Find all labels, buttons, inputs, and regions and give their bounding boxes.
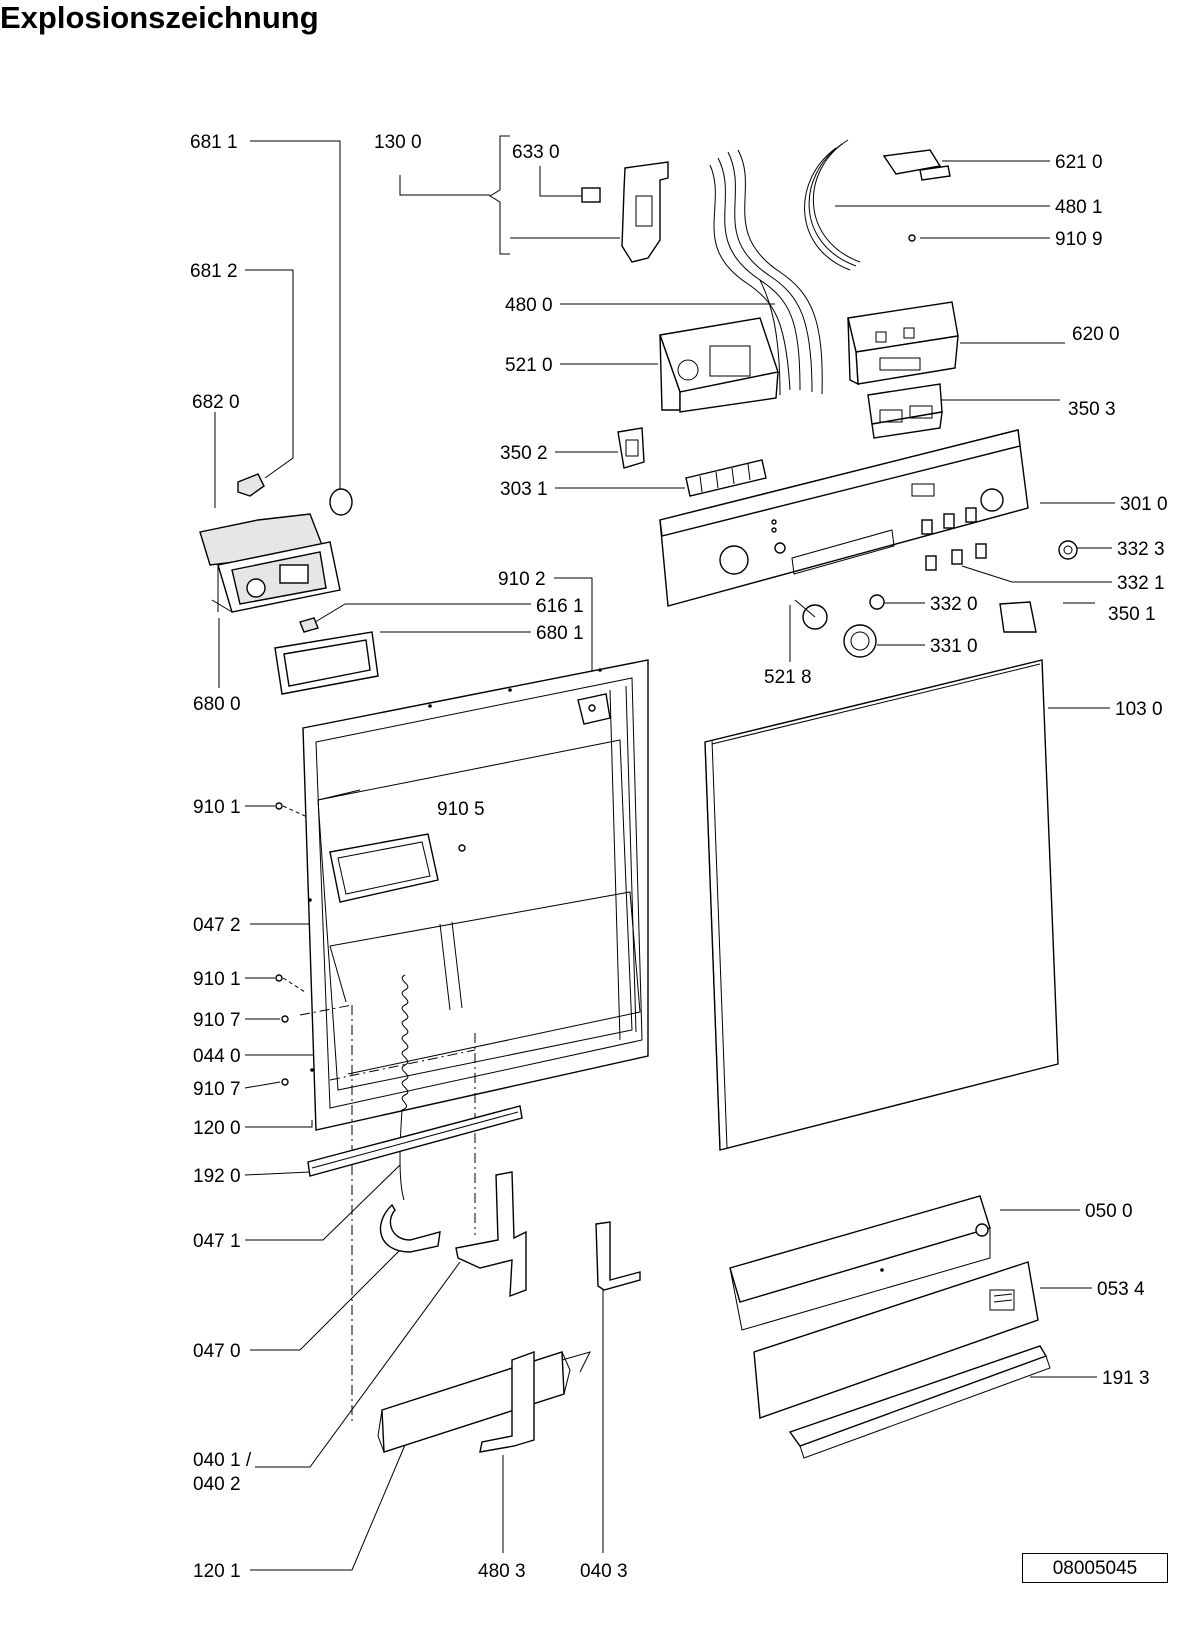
part-screw-9109 <box>908 234 916 242</box>
callout-053-4: 053 4 <box>1097 1279 1145 1300</box>
callout-303-1: 303 1 <box>500 479 548 500</box>
page-title: Explosionszeichnung <box>0 0 319 35</box>
callout-040-2: 040 2 <box>193 1474 241 1495</box>
part-bracket-047 <box>455 1171 527 1298</box>
callout-047-0: 047 0 <box>193 1341 241 1362</box>
part-inner-door-panel <box>302 659 649 1131</box>
callout-910-2: 910 2 <box>498 569 546 590</box>
callout-910-1-upper: 910 1 <box>193 797 241 818</box>
part-knob-332-3 <box>1058 540 1078 560</box>
part-strip-192 <box>307 1105 523 1177</box>
part-kick-plate <box>377 1351 591 1453</box>
leader-lines <box>214 135 1115 1571</box>
part-clip <box>237 473 265 497</box>
callout-332-3: 332 3 <box>1117 539 1165 560</box>
part-plinth-rail <box>729 1195 991 1331</box>
part-332-0 <box>869 594 885 610</box>
part-wiring-harness <box>709 149 823 396</box>
callout-620-0: 620 0 <box>1072 324 1120 345</box>
callout-120-0: 120 0 <box>193 1118 241 1139</box>
callout-350-1: 350 1 <box>1108 604 1156 625</box>
part-seal-strip <box>788 1345 1051 1459</box>
callout-332-0: 332 0 <box>930 594 978 615</box>
part-dispenser <box>199 513 341 613</box>
callout-332-1: 332 1 <box>1117 573 1165 594</box>
part-620 <box>847 301 959 386</box>
callout-labels: 681 1 130 0 633 0 681 2 682 0 480 0 521 … <box>190 132 1168 1582</box>
callout-192-0: 192 0 <box>193 1166 241 1187</box>
callout-480-0: 480 0 <box>505 295 553 316</box>
callout-047-1: 047 1 <box>193 1231 241 1252</box>
callout-910-5: 910 5 <box>437 799 485 820</box>
parts <box>199 139 1078 1459</box>
part-350-2 <box>617 427 645 469</box>
callout-633-0: 633 0 <box>512 142 560 163</box>
callout-301-0: 301 0 <box>1120 494 1168 515</box>
part-331-0 <box>843 624 877 658</box>
callout-681-2: 681 2 <box>190 261 238 282</box>
callout-350-3: 350 3 <box>1068 399 1116 420</box>
part-screws <box>275 802 466 1086</box>
part-bracket-480-3 <box>479 1351 535 1453</box>
part-cable <box>813 139 861 263</box>
callout-130-0: 130 0 <box>374 132 422 153</box>
callout-120-1: 120 1 <box>193 1561 241 1582</box>
part-control-panel <box>659 429 1029 607</box>
part-bracket-040-3 <box>595 1221 641 1291</box>
part-door-lock <box>581 161 669 263</box>
callout-331-0: 331 0 <box>930 636 978 657</box>
callout-680-1: 680 1 <box>536 623 584 644</box>
callout-680-0: 680 0 <box>193 694 241 715</box>
part-buttons-332-1 <box>925 543 987 571</box>
callout-050-0: 050 0 <box>1085 1201 1133 1222</box>
part-350-3 <box>867 383 943 439</box>
callout-681-1: 681 1 <box>190 132 238 153</box>
callout-521-8: 521 8 <box>764 667 812 688</box>
part-621 <box>882 149 951 181</box>
callout-910-7-lower: 910 7 <box>193 1079 241 1100</box>
part-outer-door <box>704 659 1059 1151</box>
callout-350-2: 350 2 <box>500 443 548 464</box>
part-616 <box>299 617 319 633</box>
callout-103-0: 103 0 <box>1115 699 1163 720</box>
part-spring <box>399 974 409 1201</box>
document-number: 08005045 <box>1022 1553 1168 1583</box>
callout-480-3: 480 3 <box>478 1561 526 1582</box>
callout-910-1-lower: 910 1 <box>193 969 241 990</box>
construction-lines <box>299 1004 476 1425</box>
part-electronic-module <box>659 317 779 413</box>
callout-910-7-upper: 910 7 <box>193 1010 241 1031</box>
callout-047-2: 047 2 <box>193 915 241 936</box>
part-521-8 <box>794 599 828 630</box>
callout-682-0: 682 0 <box>192 392 240 413</box>
callout-191-3: 191 3 <box>1102 1368 1150 1389</box>
part-plinth-panel <box>753 1261 1039 1419</box>
part-disc <box>329 488 353 516</box>
callout-521-0: 521 0 <box>505 355 553 376</box>
callout-910-9: 910 9 <box>1055 229 1103 250</box>
callout-040-3: 040 3 <box>580 1561 628 1582</box>
callout-621-0: 621 0 <box>1055 152 1103 173</box>
part-303-1 <box>685 459 767 497</box>
part-hinge-arm <box>379 1203 441 1253</box>
callout-044-0: 044 0 <box>193 1046 241 1067</box>
callout-480-1: 480 1 <box>1055 197 1103 218</box>
part-gasket <box>274 631 379 695</box>
callout-040-1: 040 1 / <box>193 1450 252 1471</box>
part-350-1 <box>999 601 1037 633</box>
callout-616-1: 616 1 <box>536 596 584 617</box>
